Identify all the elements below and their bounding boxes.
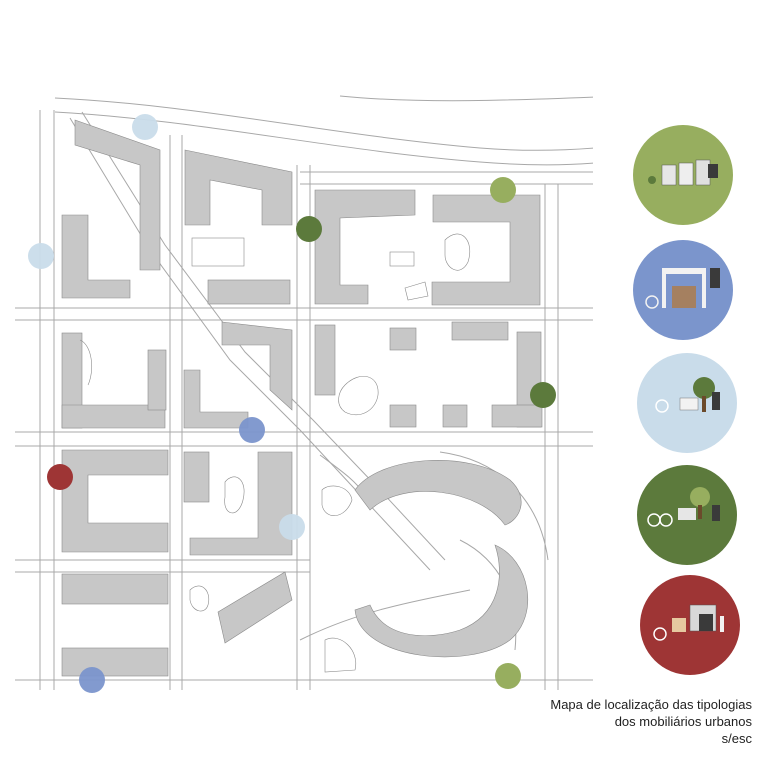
plaza-details [79, 233, 470, 673]
map-caption: Mapa de localização das tipologias dos m… [550, 696, 752, 747]
marker-typology-2 [239, 417, 265, 443]
marker-typology-5 [47, 464, 73, 490]
location-markers [28, 114, 556, 693]
legend [633, 125, 740, 675]
marker-typology-4 [296, 216, 322, 242]
caption-line-3: s/esc [721, 731, 752, 746]
marker-typology-3 [132, 114, 158, 140]
marker-typology-3 [28, 243, 54, 269]
legend-item-typology-2 [633, 240, 733, 340]
bike-rack-tree-icon [655, 377, 720, 413]
buildings [61, 119, 543, 677]
bus-shelter-icon [645, 268, 720, 309]
kiosk-cube-icon [653, 604, 724, 641]
legend-item-typology-3 [637, 353, 737, 453]
kiosk-row-icon [648, 159, 718, 186]
legend-item-typology-1 [633, 125, 733, 225]
marker-typology-3 [279, 514, 305, 540]
legend-item-typology-5 [640, 575, 740, 675]
marker-typology-1 [490, 177, 516, 203]
marker-typology-4 [530, 382, 556, 408]
caption-line-1: Mapa de localização das tipologias [550, 697, 752, 712]
legend-item-typology-4 [637, 465, 737, 565]
marker-typology-2 [79, 667, 105, 693]
bench-tree-icon [647, 487, 720, 527]
caption-line-2: dos mobiliários urbanos [614, 714, 752, 729]
marker-typology-1 [495, 663, 521, 689]
